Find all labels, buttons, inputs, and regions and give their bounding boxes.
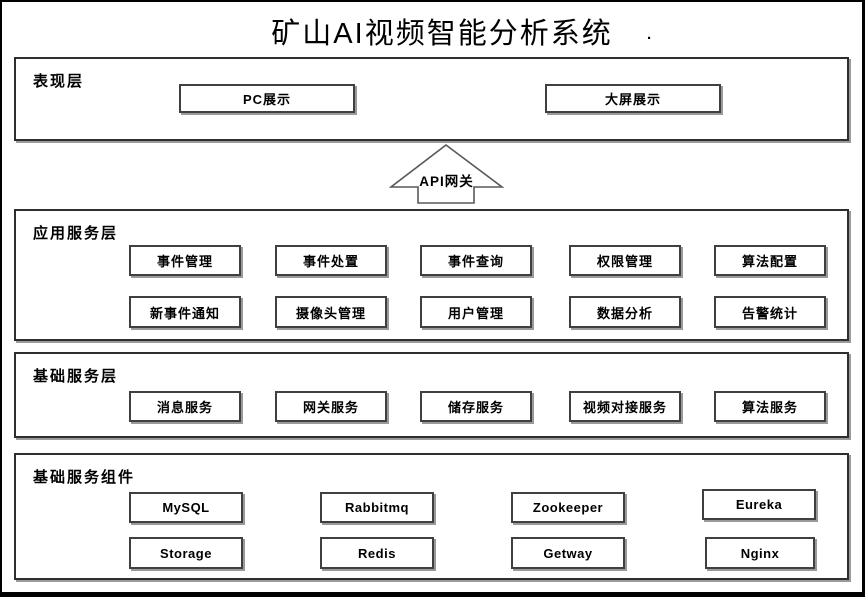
node-big-screen-display: 大屏展示: [545, 84, 721, 113]
node-nginx: Nginx: [705, 537, 815, 569]
node-data-analysis: 数据分析: [569, 296, 681, 328]
node-storage: Storage: [129, 537, 243, 569]
layer-presentation: 表现层 PC展示 大屏展示: [14, 57, 849, 141]
node-permission-mgmt: 权限管理: [569, 245, 681, 276]
layer-application-label: 应用服务层: [33, 225, 119, 242]
node-pc-display: PC展示: [179, 84, 355, 113]
node-storage-service: 储存服务: [420, 391, 532, 422]
layer-components-label: 基础服务组件: [33, 469, 136, 486]
node-getway: Getway: [511, 537, 625, 569]
up-arrow-icon: [388, 143, 505, 204]
node-rabbitmq: Rabbitmq: [320, 492, 434, 523]
node-camera-management: 摄像头管理: [275, 296, 387, 328]
node-video-link-service: 视频对接服务: [569, 391, 681, 422]
title-trailing-dot: .: [647, 26, 652, 43]
node-algorithm-config: 算法配置: [714, 245, 826, 276]
node-new-event-notify: 新事件通知: [129, 296, 241, 328]
node-algorithm-service: 算法服务: [714, 391, 826, 422]
node-user-management: 用户管理: [420, 296, 532, 328]
node-event-management: 事件管理: [129, 245, 241, 276]
node-event-query: 事件查询: [420, 245, 532, 276]
layer-presentation-label: 表现层: [33, 73, 85, 90]
node-event-handling: 事件处置: [275, 245, 387, 276]
layer-components: 基础服务组件 MySQL Rabbitmq Zookeeper Eureka S…: [14, 453, 849, 580]
node-alarm-statistics: 告警统计: [714, 296, 826, 328]
page-title: 矿山AI视频智能分析系统: [271, 18, 613, 50]
node-eureka: Eureka: [702, 489, 816, 520]
node-redis: Redis: [320, 537, 434, 569]
layer-basic-services: 基础服务层 消息服务 网关服务 储存服务 视频对接服务 算法服务: [14, 352, 849, 438]
node-gateway-service: 网关服务: [275, 391, 387, 422]
api-gateway-arrow: API网关: [388, 143, 505, 205]
node-mysql: MySQL: [129, 492, 243, 523]
node-zookeeper: Zookeeper: [511, 492, 625, 523]
api-gateway-label: API网关: [419, 174, 474, 189]
layer-application: 应用服务层 事件管理 事件处置 事件查询 权限管理 算法配置 新事件通知 摄像头…: [14, 209, 849, 341]
layer-basic-services-label: 基础服务层: [33, 368, 119, 385]
node-message-service: 消息服务: [129, 391, 241, 422]
